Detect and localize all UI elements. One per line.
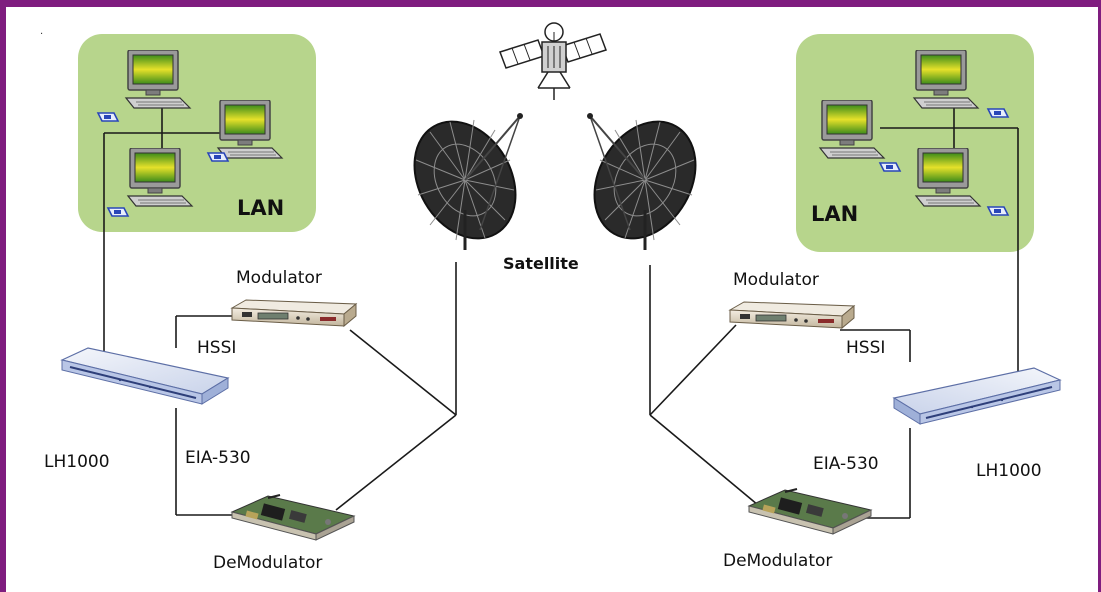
satellite-label: Satellite (503, 254, 579, 273)
network-jack-icon (987, 108, 1009, 118)
satellite-dish-icon (410, 110, 538, 250)
network-jack-icon (207, 152, 229, 162)
router-lh1000-icon (893, 367, 1061, 425)
satellite-dish-icon (572, 110, 700, 250)
network-jack-icon (107, 207, 129, 217)
modulator-device-icon (231, 299, 357, 327)
demodulator-label-left: DeModulator (213, 553, 323, 573)
network-jack-icon (97, 112, 119, 122)
corner-mark: . (40, 26, 44, 37)
lh1000-label-right: LH1000 (976, 461, 1042, 481)
hssi-label-right: HSSI (846, 338, 886, 358)
hssi-label-left: HSSI (197, 338, 237, 358)
modulator-device-icon (729, 301, 855, 329)
network-jack-icon (987, 206, 1009, 216)
demodulator-label-right: DeModulator (723, 551, 833, 571)
lan-label-right: LAN (811, 202, 859, 226)
connection-lines (103, 105, 1019, 519)
modulator-label-left: Modulator (236, 268, 322, 288)
satellite-icon (499, 22, 607, 101)
lh1000-label-left: LH1000 (44, 452, 110, 472)
lan-box-right (796, 34, 1034, 252)
lan-label-left: LAN (237, 196, 285, 220)
demodulator-card-icon (231, 494, 355, 541)
network-jack-icon (879, 162, 901, 172)
demodulator-card-icon (748, 488, 872, 535)
eia530-label-right: EIA-530 (813, 454, 879, 474)
modulator-label-right: Modulator (733, 270, 819, 290)
eia530-label-left: EIA-530 (185, 448, 251, 468)
